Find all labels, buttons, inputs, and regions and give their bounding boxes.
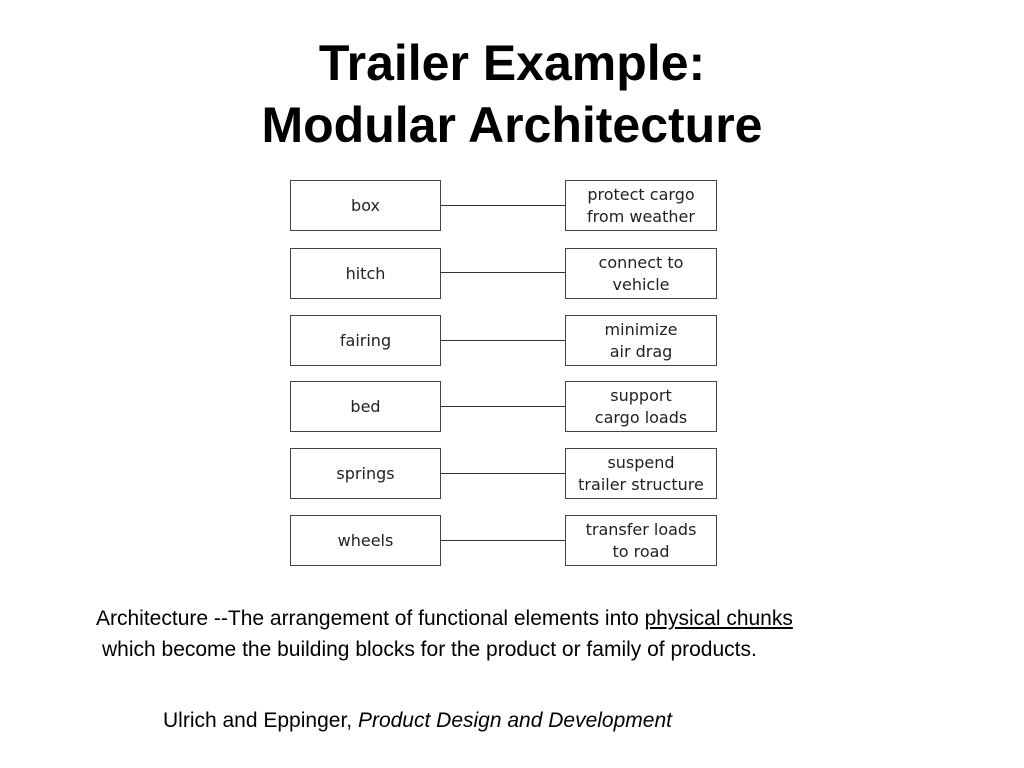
function-box-connect-to-vehicle: connect to vehicle	[565, 248, 717, 299]
component-box-wheels: wheels	[290, 515, 441, 566]
component-label: bed	[350, 396, 381, 416]
function-label-line: vehicle	[612, 274, 670, 294]
function-label-line: transfer loads	[585, 519, 697, 539]
citation-book-title: Product Design and Development	[357, 709, 672, 732]
component-label: wheels	[337, 530, 394, 550]
architecture-definition: Architecture --The arrangement of functi…	[96, 603, 976, 665]
connector-line	[441, 205, 565, 206]
component-label: box	[351, 195, 380, 215]
function-label-line: trailer structure	[578, 474, 704, 494]
connector-line	[441, 340, 565, 341]
function-label-line: connect to	[598, 252, 684, 272]
connector-line	[441, 540, 565, 541]
function-box-protect-cargo: protect cargo from weather	[565, 180, 717, 231]
slide-title: Trailer Example: Modular Architecture	[0, 32, 1024, 156]
function-box-suspend-trailer-structure: suspend trailer structure	[565, 448, 717, 499]
definition-suffix: which become the building blocks for the…	[102, 638, 757, 661]
function-box-minimize-air-drag: minimize air drag	[565, 315, 717, 366]
component-box-fairing: fairing	[290, 315, 441, 366]
function-label-line: cargo loads	[594, 407, 688, 427]
definition-prefix: Architecture --The arrangement of functi…	[96, 607, 645, 630]
function-label-line: support	[610, 385, 672, 405]
function-label-line: to road	[612, 541, 670, 561]
component-box-bed: bed	[290, 381, 441, 432]
connector-line	[441, 272, 565, 273]
slide-title-line-1: Trailer Example:	[318, 35, 706, 91]
component-label: springs	[336, 463, 395, 483]
connector-line	[441, 473, 565, 474]
component-box-springs: springs	[290, 448, 441, 499]
function-label-line: minimize	[604, 319, 678, 339]
function-label-line: from weather	[587, 206, 695, 226]
component-box-hitch: hitch	[290, 248, 441, 299]
component-label: fairing	[339, 330, 392, 350]
connector-line	[441, 406, 565, 407]
function-box-transfer-loads: transfer loads to road	[565, 515, 717, 566]
citation: Ulrich and Eppinger, Product Design and …	[163, 707, 672, 735]
slide-title-line-2: Modular Architecture	[261, 97, 763, 153]
function-label-line: protect cargo	[587, 184, 695, 204]
component-box-box: box	[290, 180, 441, 231]
definition-underlined-term: physical chunks	[644, 607, 793, 630]
function-label-line: air drag	[609, 341, 673, 361]
function-box-support-cargo-loads: support cargo loads	[565, 381, 717, 432]
citation-authors: Ulrich and Eppinger,	[163, 709, 358, 732]
component-label: hitch	[345, 263, 386, 283]
function-label-line: suspend	[607, 452, 675, 472]
